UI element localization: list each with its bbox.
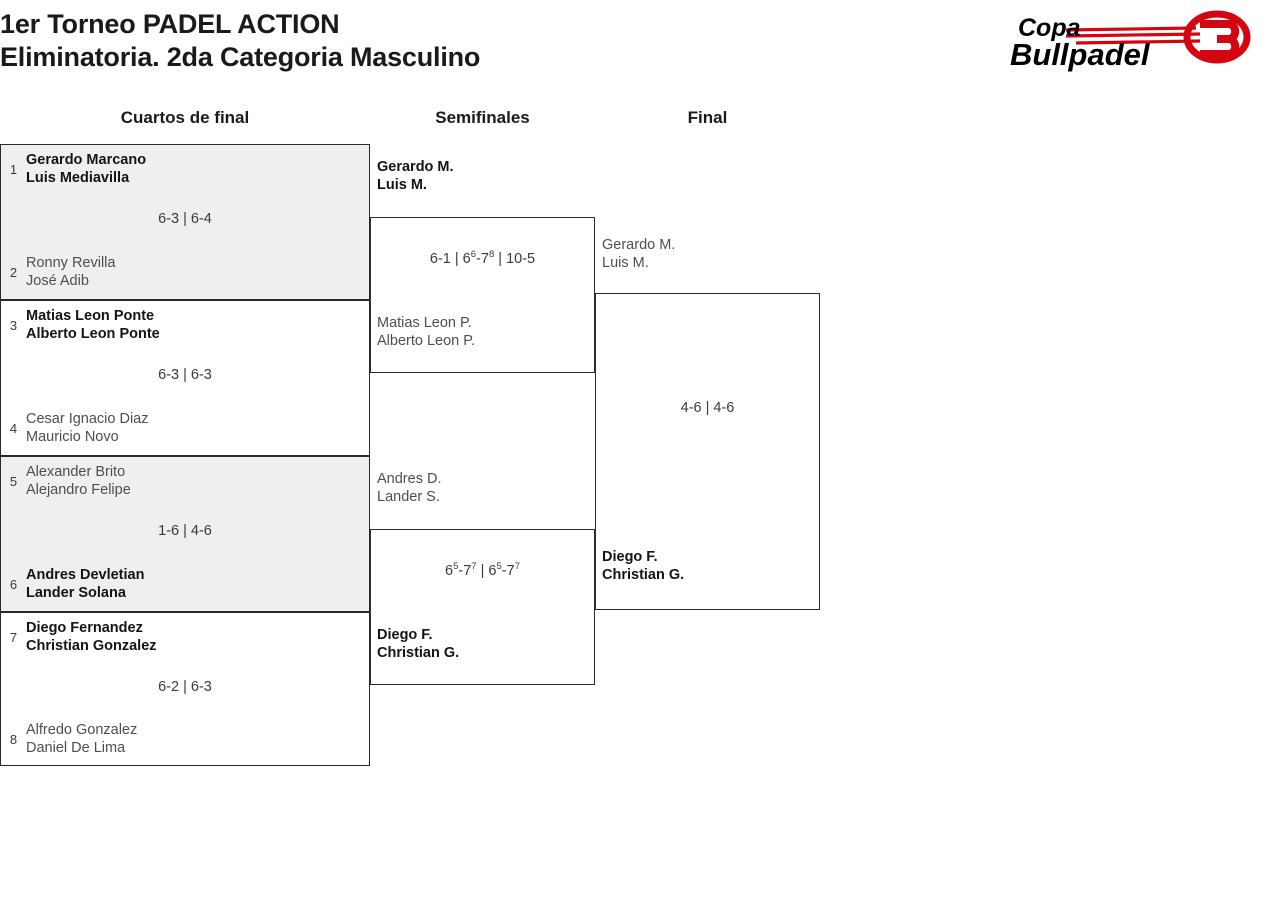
match-score: 4-6 | 4-6 bbox=[680, 400, 735, 416]
score-set-1: 6-1 bbox=[429, 251, 451, 267]
match-score: 6-1 | 66-78 | 10-5 bbox=[371, 249, 594, 267]
final-top-team[interactable]: Gerardo M. Luis M. bbox=[595, 236, 820, 272]
match-score: 65-77 | 65-77 bbox=[371, 561, 594, 579]
seed-number: 2 bbox=[9, 264, 18, 280]
player-name: Alberto Leon P. bbox=[377, 333, 476, 349]
player-name: Lander S. bbox=[377, 489, 440, 505]
player-name: Andres D. bbox=[377, 471, 442, 487]
player-name: Gerardo M. bbox=[602, 237, 676, 253]
semifinal-2-top-team[interactable]: Andres D. Lander S. bbox=[370, 470, 595, 506]
seed-number: 3 bbox=[9, 317, 18, 333]
team-slot-seed-1[interactable]: 1 Gerardo Marcano Luis Mediavilla bbox=[1, 151, 369, 187]
match-box-quarterfinal-3[interactable]: 5 Alexander Brito Alejandro Felipe 1-6 |… bbox=[0, 456, 370, 612]
player-name: Christian G. bbox=[602, 567, 685, 583]
seed-number: 1 bbox=[9, 161, 18, 177]
seed-number: 5 bbox=[9, 473, 18, 489]
semifinal-1-bottom-team[interactable]: Matias Leon P. Alberto Leon P. bbox=[370, 314, 595, 350]
player-name: Alberto Leon Ponte bbox=[26, 326, 160, 342]
round-header-final: Final bbox=[687, 108, 728, 127]
player-name: Matias Leon P. bbox=[377, 315, 472, 331]
team-slot-seed-4[interactable]: 4 Cesar Ignacio Diaz Mauricio Novo bbox=[1, 410, 369, 446]
semifinal-1-top-team[interactable]: Gerardo M. Luis M. bbox=[370, 158, 595, 194]
player-name: Lander Solana bbox=[26, 585, 126, 601]
player-name: Gerardo M. bbox=[377, 159, 454, 175]
match-box-quarterfinal-1[interactable]: 1 Gerardo Marcano Luis Mediavilla 6-3 | … bbox=[0, 144, 370, 300]
score-separator: | bbox=[480, 563, 489, 579]
player-name: Matias Leon Ponte bbox=[26, 308, 155, 324]
player-name: Andres Devletian bbox=[26, 567, 145, 583]
seed-number: 7 bbox=[9, 629, 18, 645]
player-name: Ronny Revilla bbox=[26, 255, 116, 271]
player-name: Cesar Ignacio Diaz bbox=[26, 411, 149, 427]
player-name: Diego F. bbox=[602, 549, 658, 565]
score-set-3: 10-5 bbox=[506, 251, 536, 267]
team-slot-seed-8[interactable]: 8 Alfredo Gonzalez Daniel De Lima bbox=[1, 721, 369, 757]
player-name: Christian G. bbox=[377, 645, 460, 661]
logo-svg: Copa Bullpadel bbox=[1010, 10, 1251, 72]
copa-bullpadel-logo: Copa Bullpadel bbox=[1004, 8, 1266, 78]
match-score: 6-3 | 6-3 bbox=[158, 367, 212, 383]
team-slot-seed-3[interactable]: 3 Matias Leon Ponte Alberto Leon Ponte bbox=[1, 307, 369, 343]
round-header-semifinals: Semifinales bbox=[435, 108, 530, 127]
player-name: Luis M. bbox=[377, 177, 427, 193]
round-header-quarterfinals: Cuartos de final bbox=[120, 108, 250, 127]
player-name: Luis Mediavilla bbox=[26, 170, 130, 186]
player-name: Gerardo Marcano bbox=[26, 152, 147, 168]
semifinal-2-bottom-team[interactable]: Diego F. Christian G. bbox=[370, 626, 595, 662]
title-line-1: 1er Torneo PADEL ACTION bbox=[0, 9, 340, 39]
player-name: Alexander Brito bbox=[26, 464, 126, 480]
score-set-2: 65-77 bbox=[488, 561, 520, 579]
player-name: Diego Fernandez bbox=[26, 620, 143, 636]
match-score: 6-3 | 6-4 bbox=[158, 211, 212, 227]
player-name: Mauricio Novo bbox=[26, 429, 119, 445]
player-name: Luis M. bbox=[602, 255, 649, 271]
player-name: Daniel De Lima bbox=[26, 740, 126, 756]
logo-word-bottom: Bullpadel bbox=[1010, 37, 1151, 72]
seed-number: 6 bbox=[9, 576, 18, 592]
match-box-quarterfinal-4[interactable]: 7 Diego Fernandez Christian Gonzalez 6-2… bbox=[0, 612, 370, 766]
player-name: Alejandro Felipe bbox=[26, 482, 131, 498]
score-set-1: 65-77 bbox=[445, 561, 477, 579]
player-name: Christian Gonzalez bbox=[26, 638, 157, 654]
final-bottom-team[interactable]: Diego F. Christian G. bbox=[595, 548, 820, 584]
seed-number: 8 bbox=[9, 731, 18, 747]
match-box-final[interactable]: 4-6 | 4-6 bbox=[595, 293, 820, 610]
team-slot-seed-5[interactable]: 5 Alexander Brito Alejandro Felipe bbox=[1, 463, 369, 499]
match-score: 1-6 | 4-6 bbox=[158, 523, 212, 539]
match-box-semifinal-2[interactable]: 65-77 | 65-77 bbox=[370, 529, 595, 685]
player-name: Alfredo Gonzalez bbox=[26, 722, 138, 738]
logo-word-top: Copa bbox=[1018, 14, 1081, 42]
score-set-2: 66-78 bbox=[462, 249, 495, 267]
seed-number: 4 bbox=[9, 420, 18, 436]
player-name: Diego F. bbox=[377, 627, 433, 643]
page-title: 1er Torneo PADEL ACTION Eliminatoria. 2d… bbox=[0, 8, 480, 74]
match-score: 6-2 | 6-3 bbox=[158, 679, 212, 695]
match-box-semifinal-1[interactable]: 6-1 | 66-78 | 10-5 bbox=[370, 217, 595, 373]
title-line-2: Eliminatoria. 2da Categoria Masculino bbox=[0, 42, 481, 72]
player-name: José Adib bbox=[26, 273, 89, 289]
page-header: 1er Torneo PADEL ACTION Eliminatoria. 2d… bbox=[0, 0, 1280, 100]
team-slot-seed-6[interactable]: 6 Andres Devletian Lander Solana bbox=[1, 566, 369, 602]
team-slot-seed-2[interactable]: 2 Ronny Revilla José Adib bbox=[1, 254, 369, 290]
score-separator: | bbox=[454, 251, 463, 267]
team-slot-seed-7[interactable]: 7 Diego Fernandez Christian Gonzalez bbox=[1, 619, 369, 655]
score-separator: | bbox=[498, 251, 507, 267]
match-box-quarterfinal-2[interactable]: 3 Matias Leon Ponte Alberto Leon Ponte 6… bbox=[0, 300, 370, 456]
